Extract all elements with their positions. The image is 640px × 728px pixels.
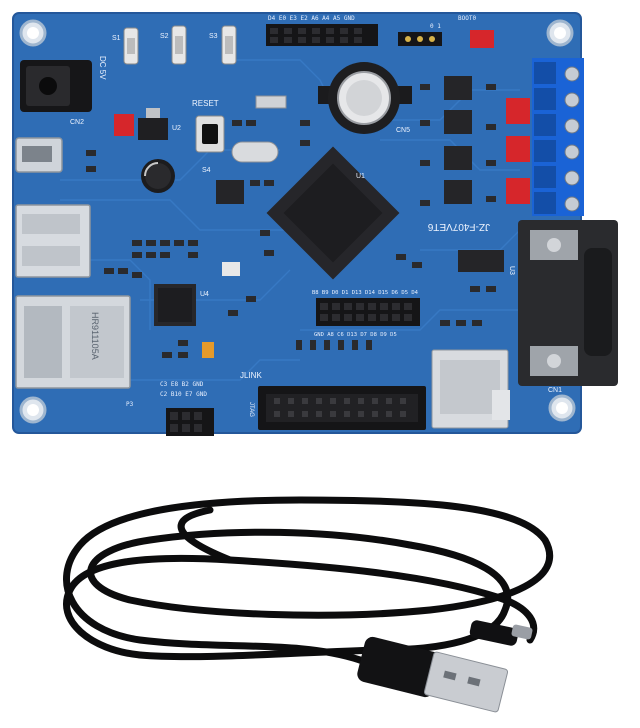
boot-jumper: [398, 30, 494, 48]
jtag-connector: [258, 386, 426, 430]
ethernet-phy-chip: [154, 284, 196, 326]
screw-terminal-block: [532, 58, 584, 216]
sd-card-slot: [431, 349, 510, 429]
development-board: DC 5V CN2 HR911105A S1: [12, 12, 618, 436]
microcontroller-chip: [266, 146, 400, 280]
s3-label: S3: [209, 33, 218, 40]
boot-label: BOOT0: [458, 15, 476, 22]
jlink-label: JLINK: [240, 371, 262, 380]
dc-power-jack: [20, 60, 92, 112]
cn5-label: CN5: [396, 127, 410, 134]
s2-label: S2: [160, 33, 169, 40]
top-pin-header: [266, 24, 378, 46]
ethernet-port: HR911105A: [15, 295, 131, 389]
tantalum-capacitor: [202, 342, 214, 358]
crystal-oscillator: [231, 95, 287, 163]
u1-label: U1: [356, 173, 365, 180]
cn2-label: CN2: [70, 119, 84, 126]
board-name-label: JZ-F407VET6: [427, 221, 490, 232]
usb-a-plug: [357, 636, 509, 713]
mini-usb-port: [15, 137, 63, 173]
smd-components: [86, 84, 496, 358]
mounting-holes: [19, 19, 576, 424]
reset-label: RESET: [192, 99, 219, 108]
u4-label: U4: [200, 291, 209, 298]
small-ics: [216, 76, 504, 276]
bottom-left-pin-labels-2: C2 B10 E7 GND: [160, 391, 207, 398]
u3-label: U3: [508, 266, 515, 275]
s4-label: S4: [202, 167, 211, 174]
u2-label: U2: [172, 125, 181, 132]
left-jumper: [114, 114, 134, 136]
s1-label: S1: [112, 35, 121, 42]
middle-header-pin-labels: B8 B9 D0 D1 D13 D14 D15 D6 D5 D4: [312, 290, 419, 296]
cn1-label: CN1: [548, 387, 562, 394]
bottom-left-header: [166, 408, 214, 436]
usb-a-port: [15, 204, 91, 278]
p3-label: P3: [126, 401, 134, 408]
coin-battery-holder: [318, 62, 412, 134]
bottom-left-pin-labels: C3 E8 B2 GND: [160, 381, 204, 388]
middle-header-pin-labels-2: GND A8 C6 D13 D7 D8 D9 D5: [314, 332, 397, 338]
reset-button: [195, 115, 225, 153]
voltage-regulator: [138, 108, 168, 140]
tactile-switches: [123, 25, 237, 65]
boot-pin-labels: 0 1: [430, 23, 441, 30]
right-jumpers: [506, 98, 530, 204]
electrolytic-capacitor: [141, 159, 175, 193]
dc-barrel-plug: [469, 620, 533, 646]
jtag-label: JTAG: [248, 402, 254, 417]
middle-pin-header: [316, 298, 420, 326]
db9-serial-connector: [518, 220, 618, 386]
usb-power-cable: [63, 496, 554, 713]
ethernet-label: HR911105A: [90, 312, 100, 360]
top-header-pin-labels: D4 E0 E3 E2 A6 A4 A5 GND: [268, 15, 355, 22]
dc-jack-label: DC 5V: [98, 56, 107, 80]
